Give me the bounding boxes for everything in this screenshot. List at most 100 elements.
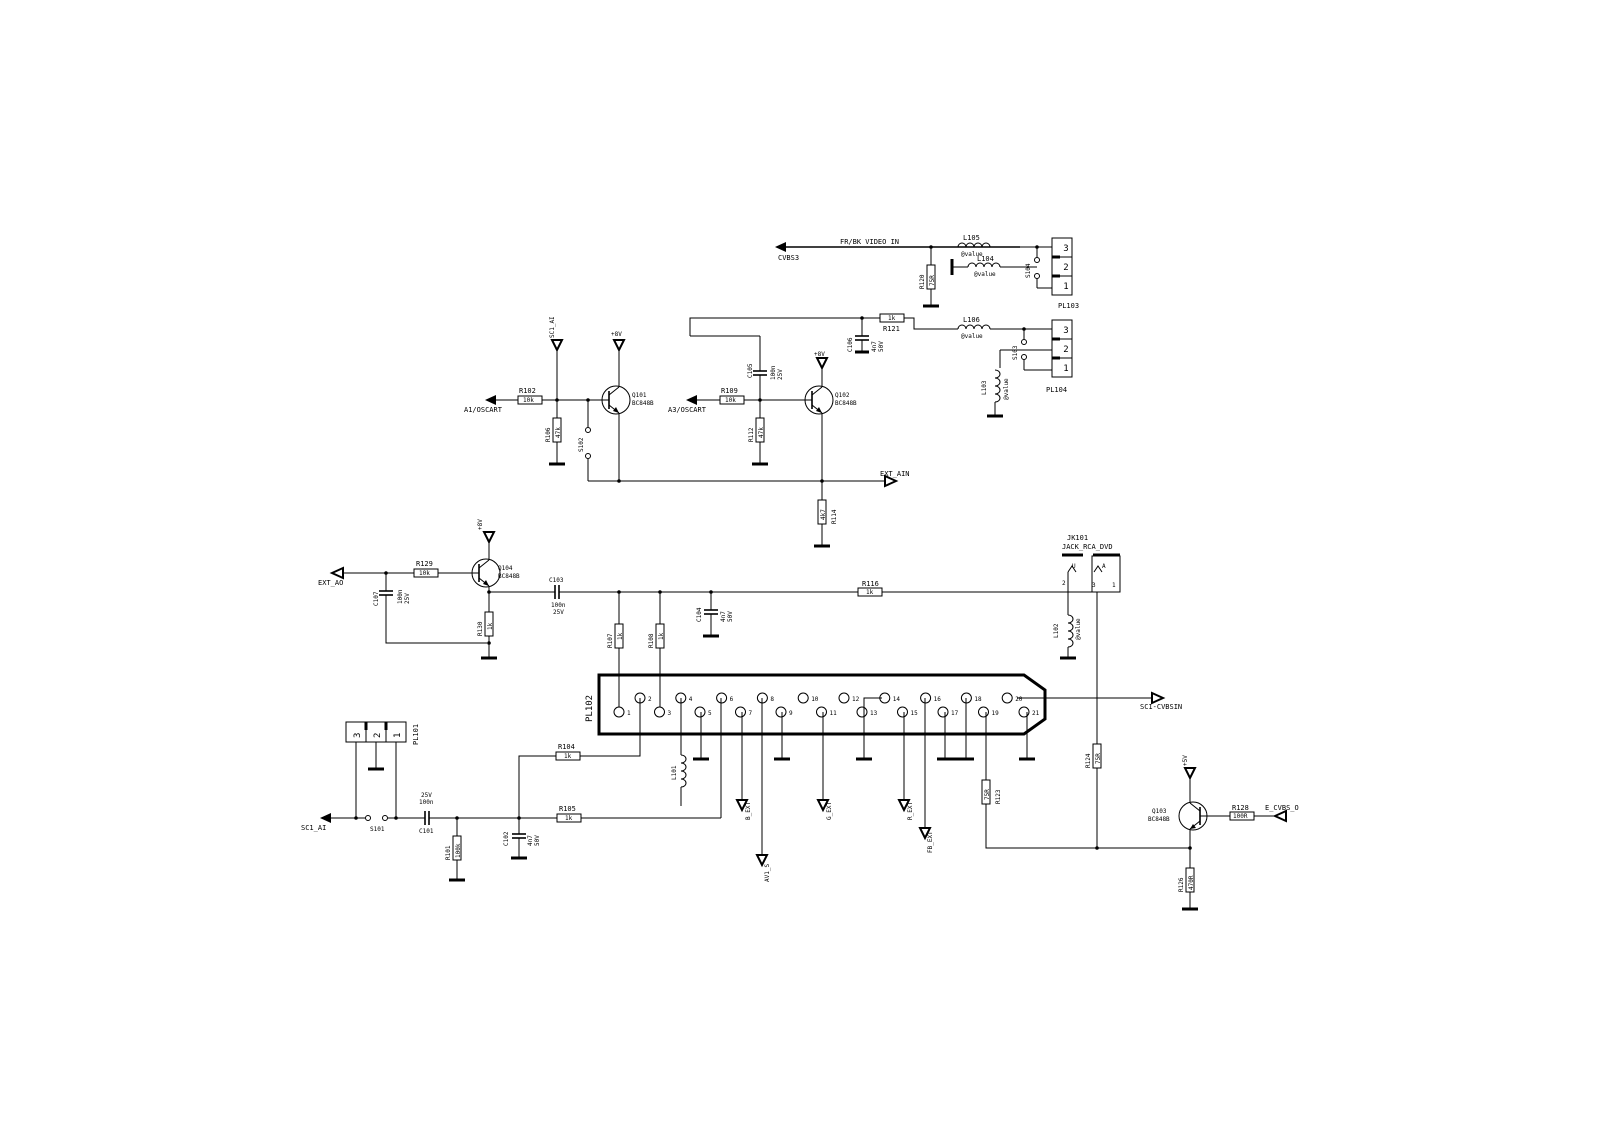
transistor-q101: Q101 BC848B: [601, 350, 654, 481]
c107-value: 100n: [397, 589, 404, 604]
q104-part: BC848B: [498, 573, 520, 580]
pl102-pin-label-1: 1: [627, 710, 631, 717]
pl102-pin-label-5: 5: [708, 710, 712, 717]
l106-value: @value: [961, 333, 983, 340]
l104-ref: L104: [977, 255, 994, 263]
pl102-pin-1: [613, 706, 625, 718]
pl103-pin-1: 1: [1063, 282, 1068, 292]
pl102-pin-label-8: 8: [770, 696, 774, 703]
c105-value: 100n: [770, 365, 777, 380]
pl102-pin-3: [654, 706, 665, 718]
net-label-sc1-cvbsin: SC1-CVBSIN: [1140, 703, 1182, 711]
jk101-pin-3: 3: [1092, 582, 1096, 589]
r123-value: 75R: [984, 789, 991, 800]
pl103-ref: PL103: [1058, 302, 1079, 310]
l101-ref: L101: [671, 765, 678, 780]
r105-ref: R105: [559, 805, 576, 813]
ext-audio-connector-section: 1k R121 C106 4n7 50V L106 @value S103 L1…: [689, 313, 1073, 418]
pl102-wiring: R104 1k L101 R105 1k B_EXT AV1_S G_EXT R…: [518, 691, 1190, 882]
s103-label: S103: [1012, 345, 1019, 360]
c102-value: 4n7: [527, 835, 534, 846]
inductor-l106: [957, 324, 991, 330]
r130-value: 1k: [487, 622, 494, 630]
pl102-pin-label-15: 15: [911, 710, 919, 717]
c106-ref: C106: [847, 337, 854, 352]
pl102-ref: PL102: [585, 695, 595, 722]
c107-ref: C107: [373, 591, 380, 606]
pl104-pin-2: 2: [1063, 345, 1068, 355]
pl102-pin-11: [816, 706, 827, 718]
pl101-pin-1: 1: [393, 733, 403, 738]
l105-value: @value: [961, 251, 983, 258]
c103-value: 100n: [551, 602, 566, 609]
net-label-av1-s: AV1_S: [764, 864, 771, 882]
pl102-pin-10: [797, 692, 809, 704]
q103-stage: +5V Q103 BC848B R128 100R E_CVBS_O R126 …: [1148, 755, 1299, 911]
c105-ref: C105: [747, 363, 754, 378]
q103-part: BC848B: [1148, 816, 1170, 823]
c106-value: 4n7: [871, 341, 878, 352]
inductor-l104: [967, 262, 1001, 268]
net-label-a1-oscart: A1/OSCART: [464, 406, 503, 414]
r114-value: 4k7: [820, 509, 827, 520]
sc1-audio-input-section: 3 2 1 PL101 SC1_AI S101 25V 100n C101 R1…: [301, 721, 557, 882]
pl102-pin-label-6: 6: [730, 696, 734, 703]
jk101-pin-2: 2: [1062, 580, 1066, 587]
transistor-q104: Q104 BC848B: [471, 542, 520, 612]
jk101-pin-1: 1: [1112, 582, 1116, 589]
r102-value: 10k: [523, 397, 534, 404]
net-label-fr-bk-video-in: FR/BK VIDEO IN: [840, 238, 899, 246]
c103-ref: C103: [549, 577, 564, 584]
r130-ref: R130: [477, 621, 484, 636]
q102-stage: A3/OSCART R109 10k C105 100n 25V R112 47…: [588, 336, 910, 548]
net-label-sc1-ai-bottom: SC1_AI: [301, 824, 326, 832]
pl102-pin-label-19: 19: [992, 710, 1000, 717]
q104-supply-label: +8V: [477, 519, 484, 530]
q101-supply-label: +8V: [611, 331, 622, 338]
net-label-ext-ain: EXT_AIN: [880, 470, 910, 478]
r120-ref: R120: [919, 274, 926, 289]
pl104-ref: PL104: [1046, 386, 1067, 394]
r101-ref: R101: [445, 845, 452, 860]
l103-ref: L103: [981, 380, 988, 395]
pl102-pin-label-18: 18: [974, 696, 982, 703]
r124-value: 75R: [1095, 753, 1102, 764]
c104-ref: C104: [696, 607, 703, 622]
r102-ref: R102: [519, 387, 536, 395]
l104-value: @value: [974, 271, 996, 278]
pl102-pin-label-7: 7: [749, 710, 753, 717]
net-label-sc1-ai-top: SC1_AI: [549, 316, 556, 338]
r126-ref: R126: [1178, 877, 1185, 892]
l105-ref: L105: [963, 234, 980, 242]
pl102-pin-label-14: 14: [893, 696, 901, 703]
inductor-l103: [994, 369, 1001, 403]
net-label-g-ext: G_EXT: [826, 802, 833, 820]
pl102-pin-label-20: 20: [1015, 696, 1023, 703]
inductor-l101: [680, 754, 687, 788]
pl102-pin-5: [694, 706, 706, 718]
c104-voltage: 50V: [727, 611, 734, 622]
c101-value: 100n: [419, 799, 434, 806]
pl102-pin-16: [920, 692, 932, 704]
inductor-l105: [957, 242, 991, 248]
pl104-pin-3: 3: [1063, 326, 1068, 336]
net-label-e-cvbs-o: E_CVBS_O: [1265, 804, 1299, 812]
r109-ref: R109: [721, 387, 738, 395]
q101-stage: A1/OSCART R102 10k SC1_AI R106 47k S102 …: [464, 316, 654, 481]
pl102-pin-6: [716, 692, 728, 704]
r116-value: 1k: [866, 589, 874, 596]
r101-value: 100k: [455, 843, 462, 858]
r129-ref: R129: [416, 560, 433, 568]
pl101-pin-2: 2: [373, 733, 383, 738]
s104-label: S104: [1025, 263, 1032, 278]
q102-part: BC848B: [835, 400, 857, 407]
net-label-a3-oscart: A3/OSCART: [668, 406, 707, 414]
r104-ref: R104: [558, 743, 575, 751]
r114-ref: R114: [831, 509, 838, 524]
pl102-pin-13: [856, 706, 868, 718]
r124-ref: R124: [1085, 753, 1092, 768]
c101-ref: C101: [419, 828, 434, 835]
pl102-pin-20: [1001, 692, 1013, 704]
q103-ref: Q103: [1152, 808, 1167, 815]
r107-value: 1k: [617, 632, 624, 640]
